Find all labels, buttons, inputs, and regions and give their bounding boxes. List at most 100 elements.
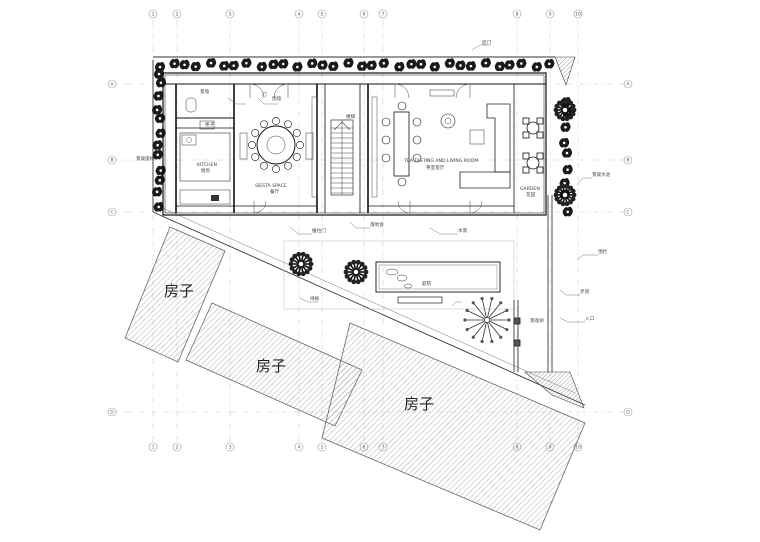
tree-leaf (499, 335, 503, 339)
grid-label-bottom: 4 (298, 445, 301, 451)
dining-chair (251, 129, 260, 137)
hedge-shrub-center (469, 64, 473, 68)
grid-label-top: 1 (152, 12, 155, 18)
tree-leaf (564, 201, 570, 207)
pool-stone (396, 274, 408, 282)
tea-chair (381, 117, 391, 127)
hedge-shrub-center (156, 143, 159, 147)
tree-leaf (564, 116, 570, 122)
tree-leaf (304, 269, 310, 275)
grid-label-bottom: 3 (229, 445, 232, 451)
tree-leaf (351, 259, 357, 265)
house-1-footprint (124, 226, 226, 363)
garden-area: GARDEN 花园 (520, 117, 544, 198)
hedge-shrub-center (156, 153, 160, 157)
grid-label-bottom: 8 (516, 445, 519, 451)
tree-leaf (288, 261, 294, 267)
tree-leaf (304, 253, 310, 259)
grid-label-top: 3 (229, 12, 232, 18)
note-tree: 景观树 (530, 317, 544, 324)
grid-label-left: C (110, 210, 113, 216)
tree-branch (467, 310, 488, 321)
hedge-north (154, 57, 555, 72)
grid-label-bottom: 9 (549, 445, 552, 451)
dining-chair (248, 141, 256, 149)
garden-label-cn: 花园 (526, 191, 536, 198)
tree-leaf (505, 308, 509, 313)
hedge-shrub-center (158, 178, 162, 182)
hedge-shrub-center (281, 62, 285, 66)
tree-leaf (362, 273, 368, 279)
grid-label-top: 4 (298, 12, 301, 18)
tree-symbol (463, 296, 511, 344)
hedge-shrub-center (331, 65, 335, 68)
tree-leaf (355, 279, 361, 285)
hedge-shrub-center (419, 62, 423, 66)
site-boundary (152, 56, 586, 406)
house-2-label: 房子 (256, 357, 286, 375)
note-cabinet: 柜子 (205, 121, 215, 128)
hedge-shrub-center (232, 64, 235, 67)
tree-leaf (308, 261, 314, 267)
note-bench: 景观座椅 (136, 155, 155, 162)
tree-leaf (571, 107, 577, 113)
hedge-shrub-center (260, 65, 264, 69)
hedge-shrub-center (222, 64, 226, 68)
hedge-shrub-center (157, 72, 161, 76)
dining-chair (272, 117, 280, 125)
hedge-shrub-center (566, 168, 569, 172)
hedge-shrub-center (564, 125, 567, 129)
tree-leaf (553, 192, 559, 198)
tea-chairs (381, 101, 422, 187)
note-path: 步道 (580, 288, 590, 295)
hedge-shrub-center (245, 61, 248, 65)
stair (330, 96, 378, 198)
hedge-shrub-center (209, 61, 213, 65)
note-wall-2: 景墙 (200, 88, 210, 95)
tree-leaf (570, 188, 576, 194)
note-water: 水景 (458, 227, 468, 234)
tree-leaf (570, 103, 576, 109)
grid-label-top: 6 (363, 12, 366, 18)
tree-branch (481, 319, 488, 342)
hedge-shrub-center (194, 65, 197, 68)
dining-chair (251, 153, 260, 161)
grid-label-top: 7 (382, 12, 385, 18)
grid-label-top: 10 (575, 12, 581, 18)
tree-leaf (560, 98, 566, 104)
tree-trunk (353, 269, 359, 275)
hedge-shrub-center (158, 117, 162, 120)
hedge-shrub-center (398, 65, 401, 69)
grid-label-bottom: 2 (176, 445, 179, 451)
hedge-shrub-center (159, 81, 163, 85)
tree-branch (486, 319, 507, 330)
tea-chair (412, 153, 422, 163)
tree-branch (481, 298, 488, 321)
hedge-shrub-center (563, 181, 566, 185)
tree-leaf (307, 257, 313, 263)
tree-trunk (484, 317, 490, 323)
annotations: 后门 围墙 推拉门 落地窗 水景 景观水池 围栏 步道 入口 绿植 景观树 景观… (136, 39, 611, 324)
tree-leaf (292, 253, 298, 259)
tree-leaf (490, 339, 494, 344)
grid-label-top: 5 (321, 12, 324, 18)
tree-leaf (554, 196, 560, 202)
hedge-shrub-center (535, 65, 539, 69)
tree-leaf (471, 301, 475, 305)
tree-leaf (355, 259, 361, 265)
kitchen-label-cn: 厨房 (201, 167, 211, 174)
tree-leaf (363, 269, 369, 275)
hedge-shrub-center (498, 65, 502, 68)
building-walls (162, 72, 547, 216)
note-window: 落地窗 (370, 221, 384, 228)
tree-branch (472, 302, 488, 321)
hedge-shrub-center (183, 63, 186, 67)
dining-label-en: SIESTA SPACE (255, 183, 287, 189)
tree-leaf (300, 251, 306, 257)
dining-chairs (248, 117, 304, 173)
tea-chair (412, 117, 422, 127)
tree-leaf (471, 335, 475, 339)
dining-chair (260, 161, 268, 170)
dining-label-cn: 餐厅 (270, 188, 280, 195)
